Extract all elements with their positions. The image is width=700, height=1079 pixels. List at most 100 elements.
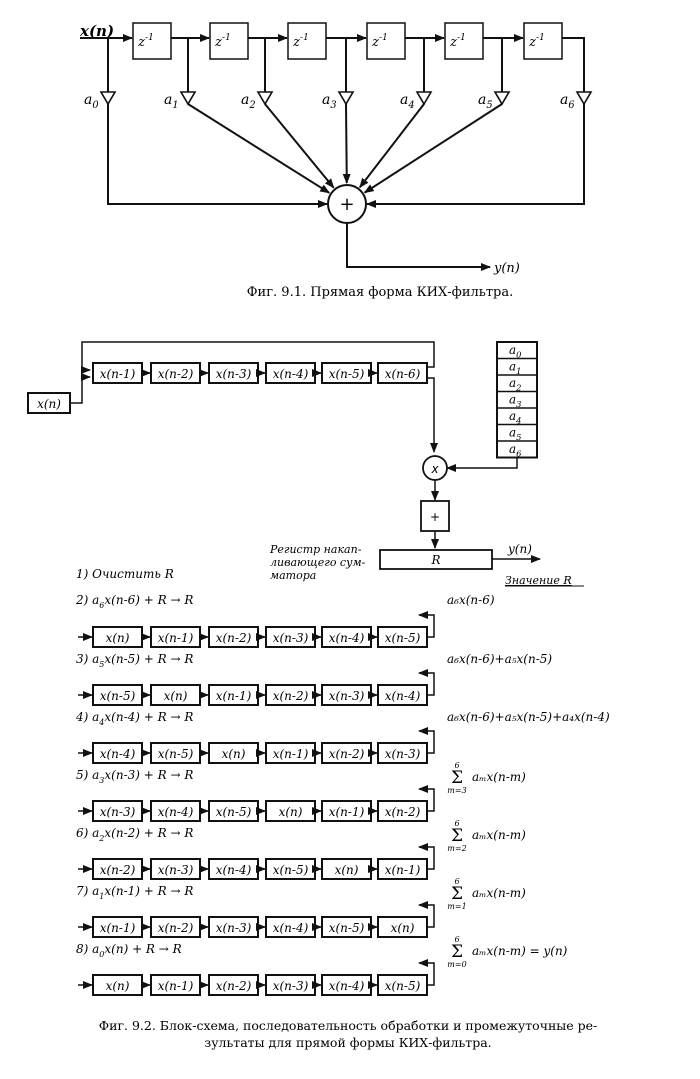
- step-label: 3) a5x(n-5) + R → R: [76, 652, 193, 669]
- delay-block: [287, 22, 327, 60]
- coefficient-multiplier-icon: [256, 91, 274, 106]
- coefficient-memory-cell: a1: [509, 360, 522, 377]
- coefficient-memory-cell: a6: [509, 442, 522, 459]
- row-register-cell-label: x(n-2): [385, 805, 421, 819]
- delay-label: z-1: [371, 33, 388, 50]
- tap-to-adder-line: [264, 103, 335, 189]
- row-register-cell-label: x(n-5): [329, 921, 365, 935]
- row-register-cell-label: x(n-3): [216, 921, 252, 935]
- fig1-output-label: y(n): [493, 261, 520, 276]
- tap-to-adder-line: [359, 103, 425, 189]
- step-label: 1) Очистить R: [76, 567, 174, 581]
- coefficient-memory-frame: [496, 341, 538, 459]
- step-label: 7) a1x(n-1) + R → R: [76, 884, 193, 901]
- tap-to-adder-line: [363, 103, 503, 194]
- row-register-cell-label: x(n-4): [273, 921, 309, 935]
- sum-upper-limit: 6: [454, 761, 459, 770]
- sum-lower-limit: m=1: [447, 902, 466, 911]
- row-register-cell-label: x(n-3): [158, 863, 194, 877]
- row-register-cell-label: x(n): [106, 631, 130, 645]
- delay-label: z-1: [528, 33, 545, 50]
- shift-feedback-line: [81, 341, 435, 374]
- shift-register-cell-label: x(n-3): [216, 367, 252, 381]
- sum-symbol: Σ: [451, 942, 463, 962]
- delay-label: z-1: [137, 33, 154, 50]
- adder-box-symbol: +: [430, 510, 440, 524]
- row-register-cell-label: x(n-1): [158, 979, 194, 993]
- row-register-cell-label: x(n): [279, 805, 303, 819]
- row-register-cell-label: x(n-4): [100, 747, 136, 761]
- row-register-cell-label: x(n-2): [216, 979, 252, 993]
- row-feedback-arrow: [418, 901, 435, 928]
- row-feedback-arrow: [418, 785, 435, 812]
- sum-lower-limit: m=0: [447, 960, 466, 969]
- intermediate-result: a₆x(n-6)+a₅x(n-5): [447, 652, 552, 666]
- delay-block: [444, 22, 484, 60]
- coefficient-multiplier-icon: [99, 91, 117, 106]
- accumulator-register-label: R: [430, 553, 440, 567]
- row-register-cell-label: x(n-1): [273, 747, 309, 761]
- coefficient-label: a0: [84, 92, 99, 111]
- input-line: [70, 373, 91, 404]
- row-register-cell-label: x(n-5): [216, 805, 252, 819]
- tap-to-adder-line: [107, 104, 328, 208]
- sum-upper-limit: 6: [454, 877, 459, 886]
- coefficient-label: a4: [400, 92, 415, 111]
- sum-body: aₘx(n-m): [472, 828, 526, 842]
- sum-body: aₘx(n-m) = y(n): [472, 944, 568, 958]
- row-register-cell-label: x(n-1): [100, 921, 136, 935]
- sum-symbol: Σ: [451, 826, 463, 846]
- coefficient-label: a6: [560, 92, 575, 111]
- register-desc-1: Регистр накап-: [269, 543, 362, 556]
- row-register-cell-label: x(n-4): [329, 979, 365, 993]
- step-label: 2) a6x(n-6) + R → R: [75, 593, 193, 610]
- coefficient-memory-cell: a4: [509, 409, 522, 426]
- row-feedback-arrow: [418, 959, 435, 986]
- row-register-cell-label: x(n-4): [329, 631, 365, 645]
- delay-block: [523, 22, 563, 60]
- sum-upper-limit: 6: [454, 819, 459, 828]
- row-register-cell-label: x(n-5): [100, 689, 136, 703]
- coefficient-multiplier-icon: [415, 91, 433, 106]
- shift-register-cell: [377, 362, 428, 384]
- multiplier-symbol: x: [430, 462, 439, 476]
- data-to-multiplier-line: [427, 377, 438, 453]
- row-register-cell-label: x(n-1): [385, 863, 421, 877]
- row-register-cell-label: x(n-2): [158, 921, 194, 935]
- coefficient-multiplier-icon: [575, 91, 593, 106]
- coefficient-label: a3: [322, 92, 337, 111]
- delay-label: z-1: [292, 33, 309, 50]
- fig1-caption: Фиг. 9.1. Прямая форма КИХ-фильтра.: [247, 285, 513, 300]
- row-register-cell-label: x(n): [335, 863, 359, 877]
- coefficient-memory-cell: a5: [509, 426, 522, 443]
- sum-symbol: Σ: [451, 768, 463, 788]
- row-register-cell-label: x(n-1): [158, 631, 194, 645]
- row-register-cell-label: x(n-5): [385, 979, 421, 993]
- sum-body: aₘx(n-m): [472, 886, 526, 900]
- sum-symbol: Σ: [451, 884, 463, 904]
- step-label: 6) a2x(n-2) + R → R: [76, 826, 193, 843]
- coefficient-label: a1: [164, 92, 179, 111]
- input-register-label: x(n): [37, 397, 61, 411]
- fig2-caption-line1: Фиг. 9.2. Блок-схема, последовательность…: [99, 1018, 598, 1033]
- register-desc-2: ливающего сум-: [270, 556, 366, 569]
- shift-register: x(n-1)x(n-2)x(n-3)x(n-4)x(n-5)x(n-6): [92, 362, 428, 384]
- fig1-input-label: x(n): [79, 22, 114, 40]
- row-register-cell-label: x(n-1): [329, 805, 365, 819]
- delay-block: [209, 22, 249, 60]
- intermediate-result: a₆x(n-6): [447, 593, 495, 607]
- row-register-cell-label: x(n-3): [273, 979, 309, 993]
- coefficient-label: a5: [478, 92, 493, 111]
- row-feedback-arrow: [418, 611, 435, 638]
- row-register-cell-label: x(n): [391, 921, 415, 935]
- register-desc-3: матора: [270, 569, 316, 582]
- output-line: [346, 223, 491, 271]
- row-register-cell-label: x(n): [222, 747, 246, 761]
- adder-box: [420, 500, 450, 532]
- shift-register-cell-label: x(n-1): [100, 367, 136, 381]
- delay-label: z-1: [214, 33, 231, 50]
- fig2-caption-line2: зультаты для прямой формы КИХ-фильтра.: [204, 1035, 491, 1050]
- sum-lower-limit: m=2: [447, 844, 466, 853]
